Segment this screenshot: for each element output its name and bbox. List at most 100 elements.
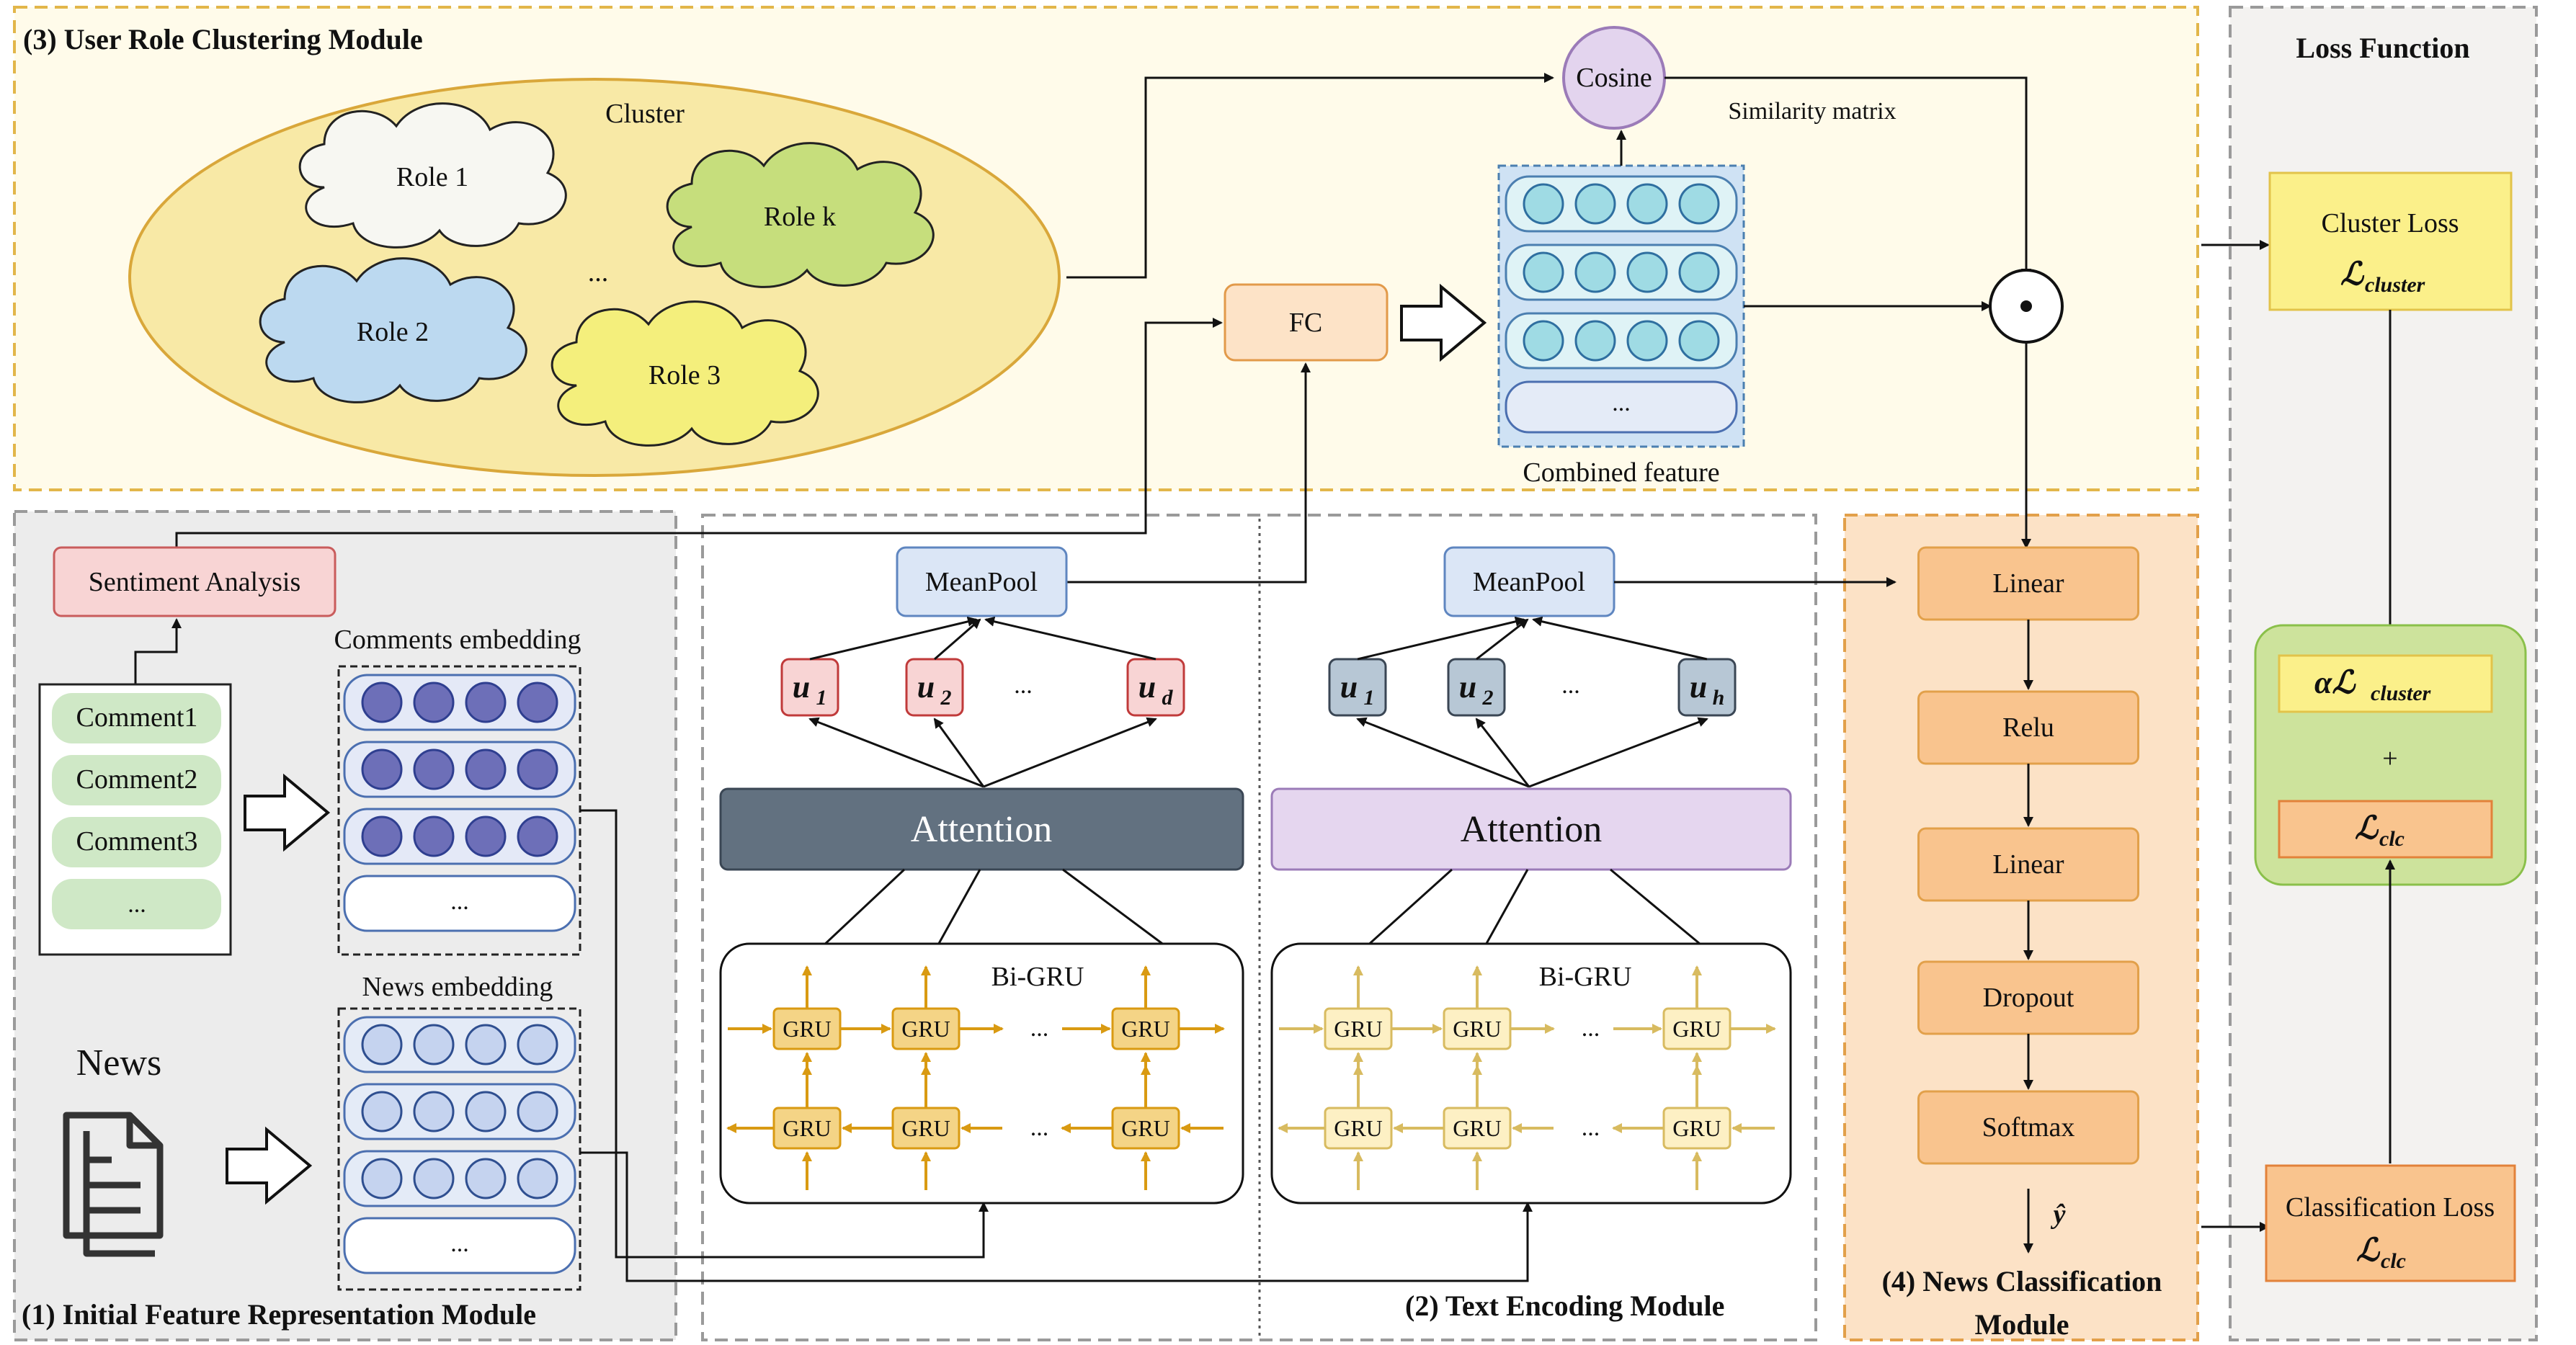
cosine-label: Cosine — [1576, 63, 1652, 93]
loss-module-title: Loss Function — [2296, 32, 2469, 64]
classification-layer-linear: Linear — [1992, 849, 2064, 880]
clc-term: ℒ — [2355, 810, 2379, 846]
fc-label: FC — [1289, 308, 1322, 338]
role-2-label: Role 2 — [357, 317, 429, 347]
combined-ellipsis: ... — [1612, 390, 1631, 416]
classification-layer-softmax: Softmax — [1982, 1112, 2075, 1143]
right-attention-label: Attention — [1461, 809, 1602, 850]
arrow-ru1-meanpool — [1357, 616, 1525, 661]
left-token-ellipsis: ... — [1014, 672, 1033, 699]
left-attention: Attention — [719, 787, 1244, 871]
combined-row-2 — [1505, 243, 1738, 301]
left-token-u2-sub: 2 — [940, 686, 952, 710]
left-meanpool: MeanPool — [896, 546, 1068, 617]
right-gru-label: GRU — [1334, 1115, 1383, 1141]
link-lgru-attn-2 — [935, 869, 981, 948]
right-gru-label: GRU — [1334, 1016, 1383, 1042]
arrow-news-to-right-bigru — [580, 1151, 1533, 1282]
left-token-u1-sub: 1 — [816, 686, 827, 710]
total-loss-box: αℒ cluster + ℒ clc — [2254, 624, 2527, 886]
right-token-uh-base: u — [1690, 669, 1707, 705]
cluster-ellipsis: ... — [588, 257, 609, 287]
link-rgru-attn-3 — [1610, 868, 1705, 949]
classification-module-title-1: (4) News Classification — [1882, 1265, 2162, 1297]
text-encoding-module: (2) Text Encoding Module — [701, 514, 1817, 1341]
fc-to-combined-arrow — [1400, 283, 1487, 362]
combined-row-1 — [1505, 175, 1738, 233]
left-bigru-label: Bi-GRU — [991, 962, 1084, 992]
arrow-lattn-ud — [983, 717, 1157, 788]
cluster-loss-symbol: ℒ — [2340, 256, 2365, 292]
right-token-u1-base: u — [1340, 669, 1358, 705]
arrow-rattn-uh — [1528, 717, 1708, 788]
cluster-label: Cluster — [605, 99, 685, 129]
cluster-loss-label: Cluster Loss — [2321, 208, 2459, 238]
alpha-sub: cluster — [2371, 682, 2431, 705]
arrow-ru2-meanpool — [1476, 618, 1529, 661]
arrow-rattn-u1 — [1356, 717, 1530, 788]
role-1-label: Role 1 — [396, 162, 468, 192]
arrow-meanpool-to-fc — [1066, 362, 1311, 584]
comments-list: Comment1 Comment2 Comment3 ... — [38, 683, 232, 956]
right-meanpool-label: MeanPool — [1473, 567, 1585, 597]
link-lgru-attn-3 — [1062, 868, 1168, 949]
combined-feature: ... Combined feature — [1497, 164, 1745, 488]
right-token-uh: u h — [1677, 658, 1737, 717]
arrow-ruh-meanpool — [1532, 616, 1708, 661]
comment-ellipsis: ... — [128, 891, 146, 918]
left-token-ud-sub: d — [1162, 686, 1174, 710]
comments-embedding-label: Comments embedding — [334, 625, 581, 655]
arrow-comments-to-left-bigru — [580, 809, 989, 1259]
cluster-group: Cluster Role 1 Role k ... Role 2 Role 3 — [128, 78, 1061, 477]
right-gru-ellipsis: ... — [1582, 1015, 1600, 1042]
link-rgru-attn-2 — [1483, 869, 1529, 948]
news-embedding-label: News embedding — [362, 972, 553, 1002]
combined-feature-label: Combined feature — [1523, 457, 1719, 488]
arrow-lattn-u2 — [933, 718, 985, 787]
cluster-loss-box: Cluster Loss ℒ cluster — [2268, 171, 2513, 311]
left-meanpool-label: MeanPool — [925, 567, 1038, 597]
news-classification-module: (4) News Classification Module — [1843, 514, 2199, 1341]
left-gru-label: GRU — [783, 1016, 832, 1042]
news-to-embedding-arrow — [226, 1126, 313, 1205]
left-token-u1-base: u — [793, 669, 810, 705]
role-3-label: Role 3 — [649, 360, 721, 390]
classification-loss-sub: clc — [2381, 1249, 2406, 1273]
arrow-lu2-meanpool — [934, 618, 981, 661]
left-token-ud: u d — [1126, 658, 1185, 717]
right-gru-label: GRU — [1453, 1016, 1502, 1042]
right-token-u1-sub: 1 — [1364, 686, 1375, 710]
role-k-label: Role k — [764, 202, 836, 232]
classification-layer-box — [1917, 1090, 2139, 1165]
left-gru-label: GRU — [901, 1115, 950, 1141]
right-gru-label: GRU — [1453, 1115, 1502, 1141]
news-label: News — [76, 1042, 161, 1083]
arrow-cosine-to-dot — [1664, 76, 2031, 279]
news-row-1 — [343, 1016, 576, 1073]
combined-row-3 — [1505, 312, 1738, 370]
left-token-u2: u 2 — [905, 658, 964, 717]
right-token-ellipsis: ... — [1561, 672, 1580, 699]
left-token-u1: u 1 — [780, 658, 839, 717]
arrow-lattn-u1 — [808, 717, 984, 788]
left-gru-label: GRU — [1121, 1016, 1170, 1042]
news-row-3 — [343, 1150, 576, 1207]
fc-node: FC — [1224, 283, 1389, 362]
left-gru-ellipsis: ... — [1030, 1015, 1049, 1042]
comments-embedding: ... — [337, 665, 581, 956]
arrow-lud-meanpool — [984, 616, 1156, 661]
comment-3: Comment3 — [76, 826, 198, 857]
classification-module-title-2: Module — [1974, 1308, 2069, 1341]
initial-module-title: (1) Initial Feature Representation Modul… — [22, 1298, 536, 1331]
alpha-term: αℒ — [2314, 665, 2356, 700]
right-gru-label: GRU — [1672, 1115, 1721, 1141]
cluster-loss-sub: cluster — [2365, 273, 2425, 297]
left-gru-label: GRU — [783, 1115, 832, 1141]
arrow-cluster-to-cosine — [1066, 73, 1554, 279]
comments-embedding-ellipsis: ... — [450, 888, 469, 915]
comments-row-3 — [343, 808, 576, 865]
classification-layer-relu: Relu — [2002, 712, 2054, 743]
left-gru-label: GRU — [901, 1016, 950, 1042]
right-bigru-label: Bi-GRU — [1539, 962, 1632, 992]
